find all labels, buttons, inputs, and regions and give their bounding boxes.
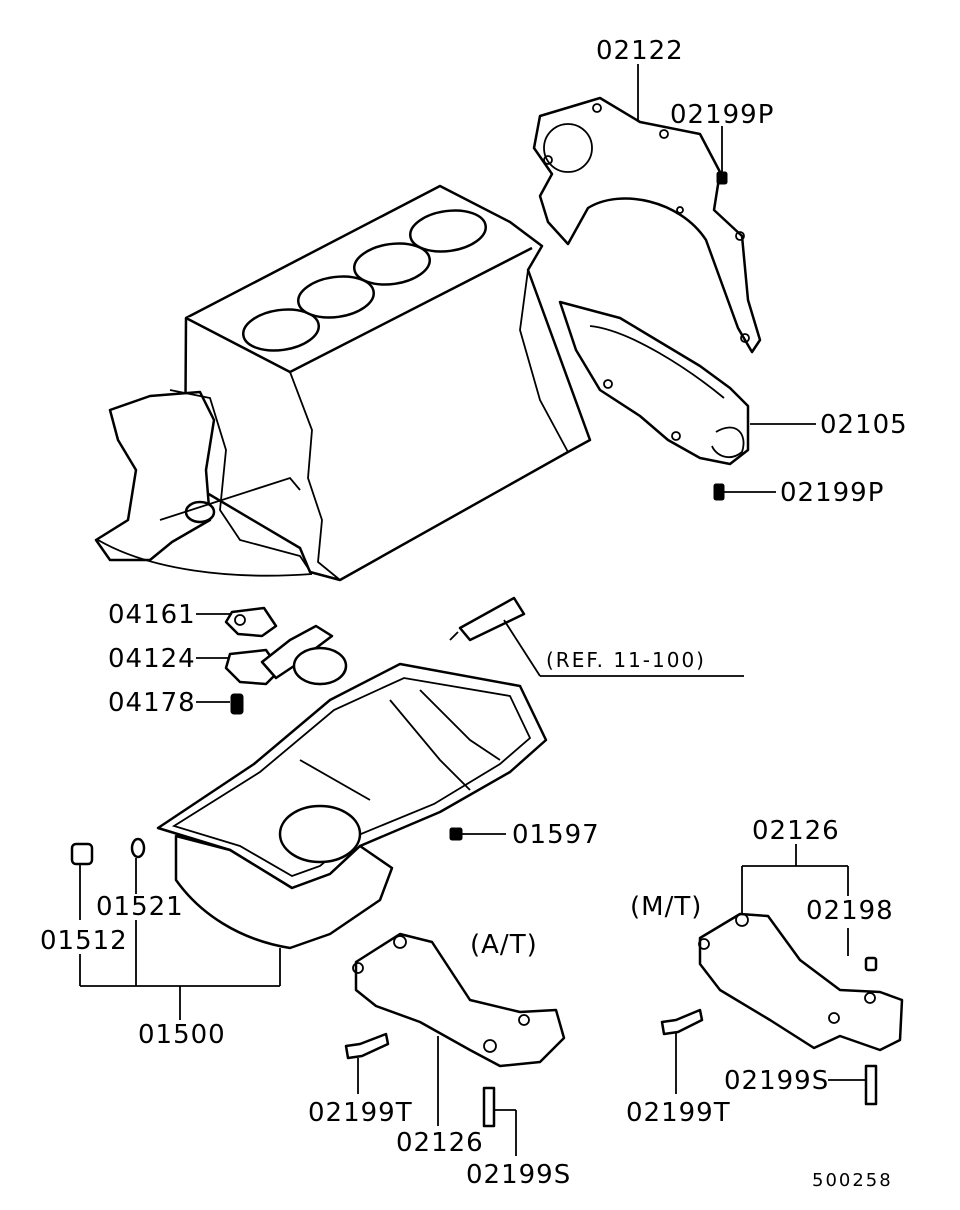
gasket-04161 [224, 606, 278, 638]
label-04178: 04178 [108, 688, 196, 718]
label-01521: 01521 [96, 892, 184, 922]
rear-plate-02122 [532, 96, 762, 354]
label-02122: 02122 [596, 36, 684, 66]
bolt-02199S-left [482, 1086, 496, 1128]
bracket-at-02126 [352, 932, 566, 1068]
label-01500: 01500 [138, 1020, 226, 1050]
label-ref: (REF. 11-100) [546, 648, 706, 672]
leader-lines [79, 64, 866, 1156]
label-mt: (M/T) [630, 892, 703, 922]
sealant-tube [449, 596, 526, 642]
label-02199P-top: 02199P [670, 100, 775, 130]
label-02199S-left: 02199S [466, 1160, 572, 1190]
bolt-04178 [230, 693, 244, 715]
bolt-02199P-top [716, 171, 728, 185]
bolt-02199S-right [864, 1064, 878, 1106]
label-01512: 01512 [40, 926, 128, 956]
label-02105: 02105 [820, 410, 908, 440]
bolt-02199P-mid [713, 483, 725, 501]
label-at: (A/T) [470, 930, 538, 960]
drain-plug-01512 [70, 842, 94, 866]
label-02198: 02198 [806, 896, 894, 926]
label-02126-at: 02126 [396, 1128, 484, 1158]
oil-pan-01500 [156, 662, 548, 950]
label-04124: 04124 [108, 644, 196, 674]
pin-02198 [864, 956, 878, 972]
label-04161: 04161 [108, 600, 196, 630]
oil-strainer-04124 [224, 624, 348, 686]
bracket-mt-02126 [698, 912, 904, 1052]
label-02199S-right: 02199S [724, 1066, 830, 1096]
cover-02105 [558, 300, 750, 466]
label-02199P-mid: 02199P [780, 478, 885, 508]
bolt-02199T-right [660, 1008, 704, 1036]
label-01597: 01597 [512, 820, 600, 850]
label-02199T-right: 02199T [626, 1098, 731, 1128]
label-02199T-left: 02199T [308, 1098, 413, 1128]
washer-01521 [130, 837, 146, 859]
bolt-02199T-left [344, 1032, 390, 1060]
bolt-01597 [449, 827, 463, 841]
label-02126-mt: 02126 [752, 816, 840, 846]
engine-block [94, 184, 592, 582]
figure-id: 500258 [812, 1170, 893, 1191]
